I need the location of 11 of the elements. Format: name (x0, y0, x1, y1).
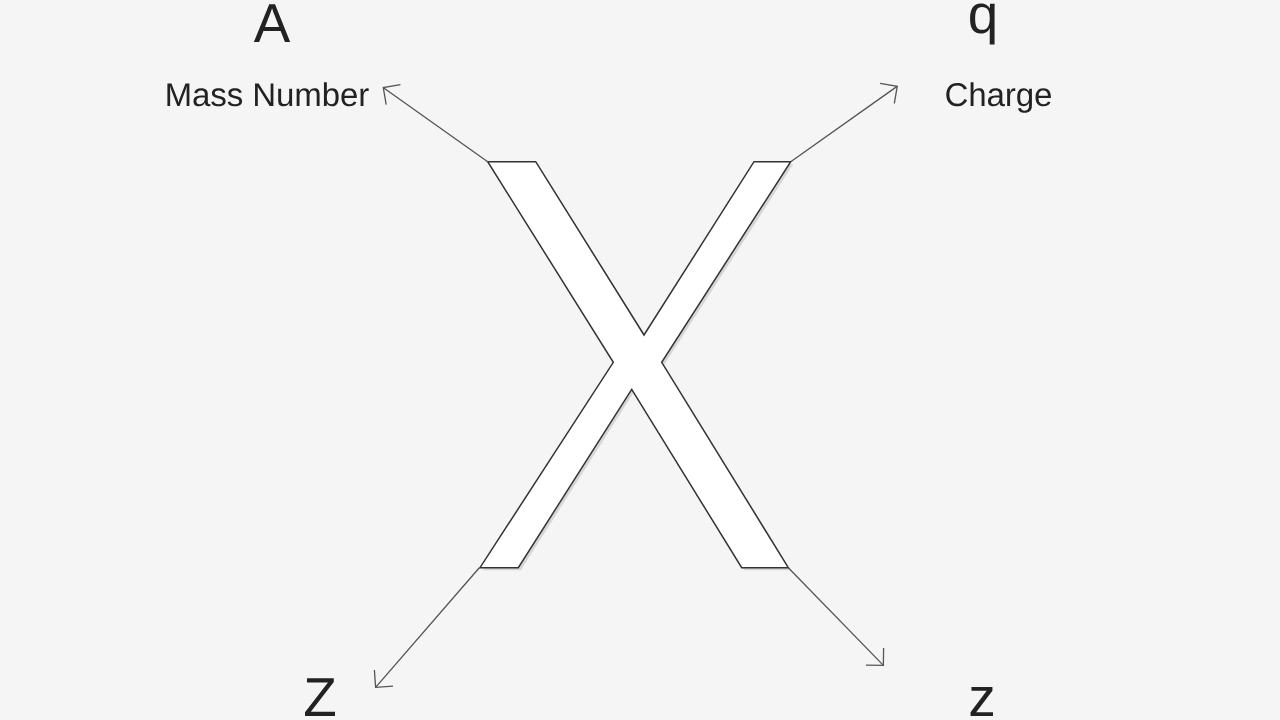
label-text: Charge (946, 82, 1051, 113)
arrow (382, 84, 489, 163)
symbol-letter: q (970, 3, 995, 45)
symbol-letter: A (253, 4, 291, 42)
arrow (787, 567, 885, 666)
symbol-letter: Z (305, 678, 335, 716)
label-text: Mass Number (167, 82, 369, 107)
outlined-letter (478, 160, 794, 571)
symbol-letter: z (970, 687, 993, 716)
arrow (790, 82, 898, 163)
arrow (373, 567, 480, 688)
